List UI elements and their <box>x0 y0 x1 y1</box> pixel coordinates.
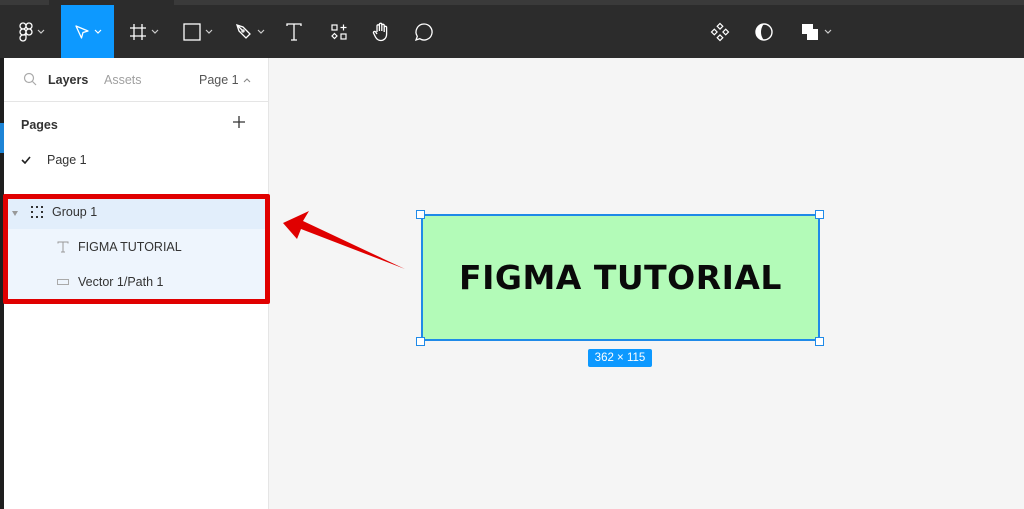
annotation-arrow-icon <box>283 211 405 269</box>
layers-sidebar: Layers Assets Page 1 Pages Page 1 Group … <box>4 58 269 509</box>
components-grid-icon <box>331 23 347 40</box>
create-component-button[interactable] <box>706 5 734 58</box>
component-diamond-icon <box>710 22 730 41</box>
figma-logo-icon <box>19 21 33 42</box>
frame-text[interactable]: FIGMA TUTORIAL <box>459 258 782 297</box>
chevron-down-icon <box>94 29 101 34</box>
edge-accent <box>0 123 4 153</box>
resize-handle-bottom-left[interactable] <box>416 337 425 346</box>
cursor-arrow-icon <box>74 24 89 39</box>
dimensions-badge: 362 × 115 <box>588 349 652 367</box>
pen-tool-button[interactable] <box>230 5 270 58</box>
toolbar <box>0 5 1024 58</box>
chevron-up-icon <box>243 77 251 82</box>
chevron-down-icon <box>824 29 832 34</box>
vector-path-icon <box>50 278 76 285</box>
page-item-label: Page 1 <box>47 153 87 167</box>
layer-label: Group 1 <box>52 204 98 219</box>
boolean-ops-button[interactable] <box>796 5 836 58</box>
file-tab[interactable] <box>49 0 174 5</box>
page-selector-label: Page 1 <box>199 73 239 87</box>
union-squares-icon <box>802 23 818 40</box>
resources-tool-button[interactable] <box>325 5 353 58</box>
annotation-highlight-box <box>3 194 270 304</box>
resize-handle-bottom-right[interactable] <box>815 337 824 346</box>
text-T-icon <box>50 241 76 253</box>
shape-tool-button[interactable] <box>178 5 218 58</box>
hand-tool-button[interactable] <box>367 5 395 58</box>
resize-handle-top-left[interactable] <box>416 210 425 219</box>
expand-triangle-icon[interactable] <box>8 205 24 219</box>
page-selector[interactable]: Page 1 <box>199 73 251 87</box>
layer-row-group-1[interactable]: Group 1 <box>8 194 269 229</box>
hand-icon <box>372 22 388 41</box>
title-tabs-strip <box>0 0 1024 5</box>
frame-tool-button[interactable] <box>124 5 164 58</box>
layer-label: Vector 1/Path 1 <box>78 274 164 289</box>
page-item-page-1[interactable]: Page 1 <box>21 151 261 169</box>
text-T-icon <box>286 22 302 41</box>
check-icon <box>21 153 47 167</box>
mask-button[interactable] <box>750 5 778 58</box>
pages-header: Pages <box>21 118 58 132</box>
chevron-down-icon <box>151 29 159 34</box>
main-menu-button[interactable] <box>12 5 52 58</box>
add-page-icon[interactable] <box>232 115 246 129</box>
sidebar-tabs: Layers Assets Page 1 <box>4 58 268 102</box>
frame-hash-icon <box>130 23 146 40</box>
layer-label: FIGMA TUTORIAL <box>78 239 182 254</box>
resize-handle-top-right[interactable] <box>815 210 824 219</box>
chevron-down-icon <box>205 29 213 34</box>
text-tool-button[interactable] <box>280 5 308 58</box>
group-dashed-icon <box>24 205 50 218</box>
left-edge <box>0 58 4 509</box>
rectangle-icon <box>183 22 201 41</box>
comment-tool-button[interactable] <box>410 5 438 58</box>
speech-bubble-icon <box>414 22 433 41</box>
layer-row-figma-tutorial[interactable]: FIGMA TUTORIAL <box>8 229 269 264</box>
move-tool-button[interactable] <box>61 5 114 58</box>
tab-assets[interactable]: Assets <box>104 73 142 87</box>
chevron-down-icon <box>257 29 265 34</box>
canvas-frame-group-1[interactable]: FIGMA TUTORIAL <box>421 214 820 341</box>
chevron-down-icon <box>37 29 45 34</box>
tab-layers[interactable]: Layers <box>48 73 89 87</box>
search-icon[interactable] <box>23 72 37 86</box>
pen-icon <box>235 23 251 39</box>
contrast-circle-icon <box>755 22 773 41</box>
layer-row-vector-1[interactable]: Vector 1/Path 1 <box>8 264 269 299</box>
